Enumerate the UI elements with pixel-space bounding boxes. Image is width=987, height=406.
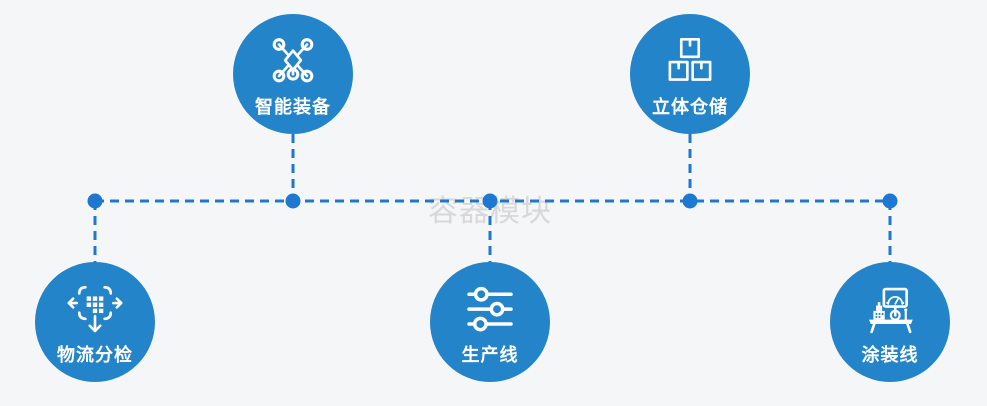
junction-dot: [882, 193, 898, 209]
junction-dot: [87, 193, 103, 209]
stacked-boxes-icon: [662, 34, 718, 90]
node-label: 立体仓储: [652, 96, 728, 118]
junction-dot: [285, 193, 301, 209]
node-smart-equipment: 智能装备: [233, 14, 353, 134]
node-label: 物流分检: [57, 344, 133, 366]
node-label: 生产线: [461, 344, 519, 366]
junction-dot: [482, 193, 498, 209]
node-painting-line: 涂装线: [830, 262, 950, 382]
sort-arrows-icon: [67, 282, 123, 338]
sliders-icon: [462, 282, 518, 338]
machine-icon: [862, 282, 918, 338]
node-label: 涂装线: [861, 344, 919, 366]
node-stereo-warehouse: 立体仓储: [630, 14, 750, 134]
node-label: 智能装备: [255, 96, 331, 118]
node-production-line: 生产线: [430, 262, 550, 382]
junction-dot: [682, 193, 698, 209]
node-logistics-sorting: 物流分检: [35, 262, 155, 382]
network-nodes-icon: [265, 34, 321, 90]
